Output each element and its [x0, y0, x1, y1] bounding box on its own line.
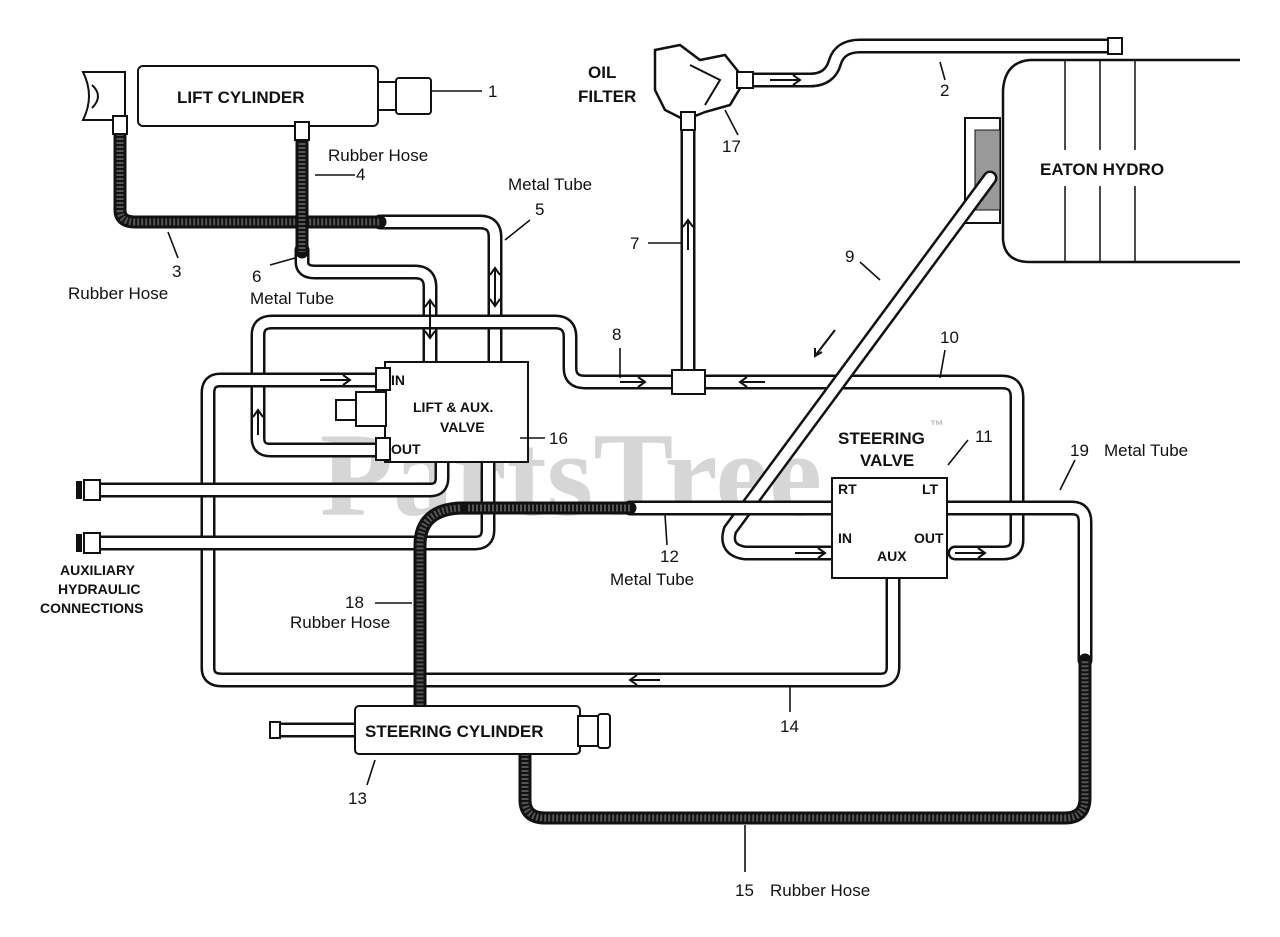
callout-14: 14: [780, 717, 799, 736]
callout-6: 6: [252, 267, 261, 286]
aux-label-line1: AUXILIARY: [60, 562, 136, 578]
lift-aux-valve: IN OUT LIFT & AUX. VALVE: [335, 361, 529, 463]
rubber-hoses: [113, 123, 1092, 825]
steering-valve-rt: RT: [838, 481, 857, 497]
callout-15-desc: Rubber Hose: [770, 881, 870, 900]
lift-cylinder-label: LIFT CYLINDER: [177, 88, 305, 107]
steering-valve-in: IN: [838, 530, 852, 546]
eaton-hydro-label: EATON HYDRO: [1040, 160, 1164, 179]
oil-filter: OIL FILTER: [578, 37, 1123, 131]
lift-cylinder: LIFT CYLINDER: [81, 65, 432, 141]
callout-10: 10: [940, 328, 959, 347]
lift-valve-in: IN: [391, 372, 405, 388]
steering-cylinder-label: STEERING CYLINDER: [365, 722, 544, 741]
callout-18: 18: [345, 593, 364, 612]
steering-valve-label-line1: STEERING: [838, 429, 925, 448]
callout-3: 3: [172, 262, 181, 281]
leader-lines: [167, 61, 1076, 872]
steering-valve: RT LT IN OUT AUX STEERING VALVE: [831, 429, 948, 579]
callout-17: 17: [722, 137, 741, 156]
steering-valve-out: OUT: [914, 530, 944, 546]
callout-19: 19: [1070, 441, 1089, 460]
steering-valve-label-line2: VALVE: [860, 451, 914, 470]
callout-13: 13: [348, 789, 367, 808]
lift-valve-label-line2: VALVE: [440, 419, 485, 435]
lift-valve-label-line1: LIFT & AUX.: [413, 399, 493, 415]
callout-16: 16: [549, 429, 568, 448]
oil-filter-label-line1: OIL: [588, 63, 616, 82]
callout-19-desc: Metal Tube: [1104, 441, 1188, 460]
callout-4-desc: Rubber Hose: [328, 146, 428, 165]
steering-valve-lt: LT: [922, 481, 939, 497]
callout-9: 9: [845, 247, 854, 266]
aux-label-line3: CONNECTIONS: [40, 600, 143, 616]
oil-filter-label-line2: FILTER: [578, 87, 636, 106]
callout-15: 15: [735, 881, 754, 900]
tee-fitting: [671, 369, 706, 395]
callout-5-desc: Metal Tube: [508, 175, 592, 194]
callout-12-desc: Metal Tube: [610, 570, 694, 589]
flow-arrows: [252, 74, 987, 686]
steering-cylinder: STEERING CYLINDER: [269, 705, 611, 755]
callout-4: 4: [356, 165, 365, 184]
callout-8: 8: [612, 325, 621, 344]
callout-12: 12: [660, 547, 679, 566]
callout-2: 2: [940, 81, 949, 100]
metal-tubes: [92, 38, 1118, 738]
eaton-hydro: EATON HYDRO: [964, 58, 1240, 264]
aux-label-line2: HYDRAULIC: [58, 581, 140, 597]
callout-18-desc: Rubber Hose: [290, 613, 390, 632]
aux-connectors: AUXILIARY HYDRAULIC CONNECTIONS: [40, 479, 143, 616]
callout-6-desc: Metal Tube: [250, 289, 334, 308]
callout-3-desc: Rubber Hose: [68, 284, 168, 303]
watermark-tm: ™: [930, 417, 944, 433]
callout-1: 1: [488, 82, 497, 101]
steering-valve-aux: AUX: [877, 548, 907, 564]
lift-valve-out: OUT: [391, 441, 421, 457]
callout-5: 5: [535, 200, 544, 219]
callout-7: 7: [630, 234, 639, 253]
callout-11: 11: [975, 427, 993, 446]
callouts: 1 2 3 Rubber Hose 4 Rubber Hose 5 Metal …: [68, 81, 1188, 900]
